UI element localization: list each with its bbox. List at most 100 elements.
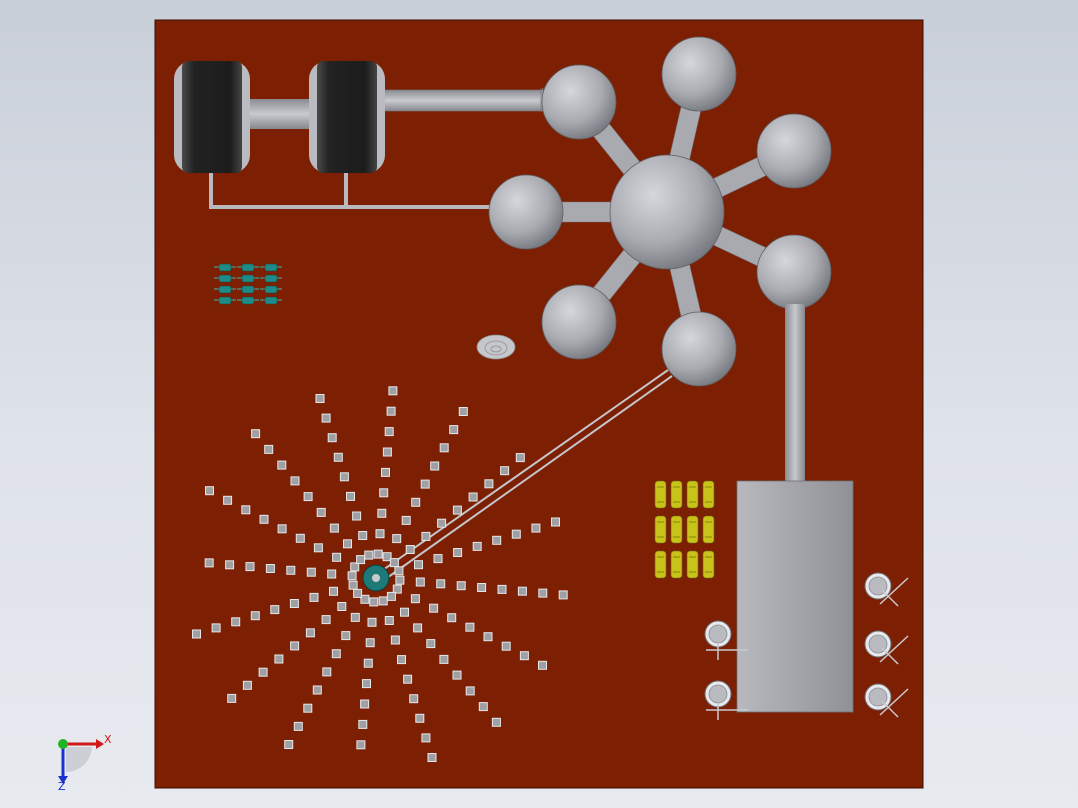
solder-pad bbox=[277, 524, 287, 534]
solder-pad bbox=[405, 545, 415, 554]
solder-pad bbox=[364, 550, 374, 560]
capacitor[interactable] bbox=[686, 515, 699, 544]
solder-pad bbox=[395, 575, 405, 585]
resistor[interactable] bbox=[214, 285, 236, 294]
valve[interactable] bbox=[864, 572, 909, 607]
resistor[interactable] bbox=[237, 285, 259, 294]
solder-pad bbox=[343, 539, 352, 549]
resistor[interactable] bbox=[214, 274, 236, 283]
solder-pad bbox=[389, 558, 399, 568]
outer-sphere[interactable] bbox=[541, 284, 617, 360]
resistor[interactable] bbox=[237, 296, 259, 305]
solder-pad bbox=[205, 486, 214, 496]
solder-pad bbox=[429, 603, 439, 613]
wheel-left[interactable] bbox=[174, 61, 250, 173]
solder-pad bbox=[397, 655, 406, 665]
valve-group[interactable] bbox=[704, 572, 909, 720]
capacitor[interactable] bbox=[654, 480, 667, 509]
disc-component[interactable] bbox=[476, 334, 516, 360]
solder-pad bbox=[381, 467, 390, 477]
solder-pad bbox=[358, 719, 368, 729]
valve[interactable] bbox=[704, 680, 748, 720]
solder-pad bbox=[242, 680, 252, 690]
outer-sphere[interactable] bbox=[756, 234, 832, 310]
resistor[interactable] bbox=[214, 263, 236, 272]
valve[interactable] bbox=[864, 630, 909, 665]
solder-pad bbox=[290, 641, 300, 651]
capacitor[interactable] bbox=[702, 550, 715, 579]
valve[interactable] bbox=[864, 683, 909, 718]
solder-pad bbox=[353, 588, 363, 598]
solder-pad bbox=[477, 583, 487, 592]
solder-pad bbox=[284, 740, 294, 749]
solder-pad bbox=[411, 497, 421, 507]
outer-sphere[interactable] bbox=[661, 311, 737, 387]
capacitor[interactable] bbox=[670, 550, 683, 579]
solder-pad bbox=[453, 548, 463, 557]
solder-pad bbox=[303, 492, 313, 502]
valve[interactable] bbox=[704, 620, 748, 660]
resistor[interactable] bbox=[260, 274, 282, 283]
solder-pad bbox=[358, 531, 368, 540]
solder-pad bbox=[384, 427, 394, 437]
solder-pad bbox=[439, 443, 449, 453]
solder-pad bbox=[378, 596, 388, 606]
capacitor[interactable] bbox=[654, 515, 667, 544]
outer-sphere[interactable] bbox=[541, 64, 617, 140]
solder-pad bbox=[427, 753, 437, 762]
solder-pad bbox=[538, 588, 548, 598]
solder-pad bbox=[313, 543, 323, 553]
solder-pad bbox=[211, 623, 221, 633]
outer-sphere[interactable] bbox=[756, 113, 832, 189]
capacitor[interactable] bbox=[654, 550, 667, 579]
solder-pad bbox=[439, 654, 449, 664]
solder-pad bbox=[352, 511, 362, 521]
solder-pad bbox=[204, 558, 214, 568]
resistor[interactable] bbox=[237, 274, 259, 283]
solder-pad bbox=[350, 562, 360, 572]
capacitor[interactable] bbox=[702, 480, 715, 509]
outer-sphere[interactable] bbox=[488, 174, 564, 250]
solder-pad bbox=[465, 622, 475, 632]
sphere-cluster[interactable] bbox=[488, 36, 832, 387]
capacitor[interactable] bbox=[686, 480, 699, 509]
capacitor[interactable] bbox=[702, 515, 715, 544]
solder-pad bbox=[447, 613, 457, 623]
resistor[interactable] bbox=[260, 296, 282, 305]
radial-pad-array[interactable] bbox=[192, 386, 568, 762]
radial-hub[interactable] bbox=[362, 564, 390, 592]
solder-pad bbox=[421, 531, 431, 541]
center-sphere[interactable] bbox=[609, 154, 725, 270]
solder-pad bbox=[339, 472, 349, 482]
solder-pad bbox=[551, 517, 560, 527]
solder-pad bbox=[289, 599, 299, 608]
wheel-assembly[interactable] bbox=[174, 61, 561, 209]
solder-pad bbox=[333, 452, 343, 462]
solder-pad bbox=[437, 518, 447, 528]
solder-pad bbox=[373, 549, 383, 559]
solder-pad bbox=[484, 479, 494, 489]
outer-sphere[interactable] bbox=[661, 36, 737, 112]
resistor[interactable] bbox=[260, 263, 282, 272]
solder-pad bbox=[517, 586, 527, 596]
wheel-right[interactable] bbox=[309, 61, 385, 173]
solder-pad bbox=[258, 667, 268, 677]
resistor[interactable] bbox=[260, 285, 282, 294]
capacitor[interactable] bbox=[670, 480, 683, 509]
arm-tube bbox=[383, 89, 561, 112]
solder-pad bbox=[400, 607, 409, 617]
solder-pad bbox=[315, 394, 325, 403]
resistor[interactable] bbox=[237, 263, 259, 272]
solder-pad bbox=[468, 492, 478, 502]
solder-pad bbox=[360, 594, 370, 604]
capacitor-array[interactable] bbox=[654, 480, 715, 579]
resistor-array[interactable] bbox=[214, 263, 282, 305]
solder-pad bbox=[331, 649, 341, 659]
capacitor[interactable] bbox=[670, 515, 683, 544]
capacitor[interactable] bbox=[686, 550, 699, 579]
tank[interactable] bbox=[736, 480, 854, 713]
resistor[interactable] bbox=[214, 296, 236, 305]
solder-pad bbox=[531, 523, 541, 533]
